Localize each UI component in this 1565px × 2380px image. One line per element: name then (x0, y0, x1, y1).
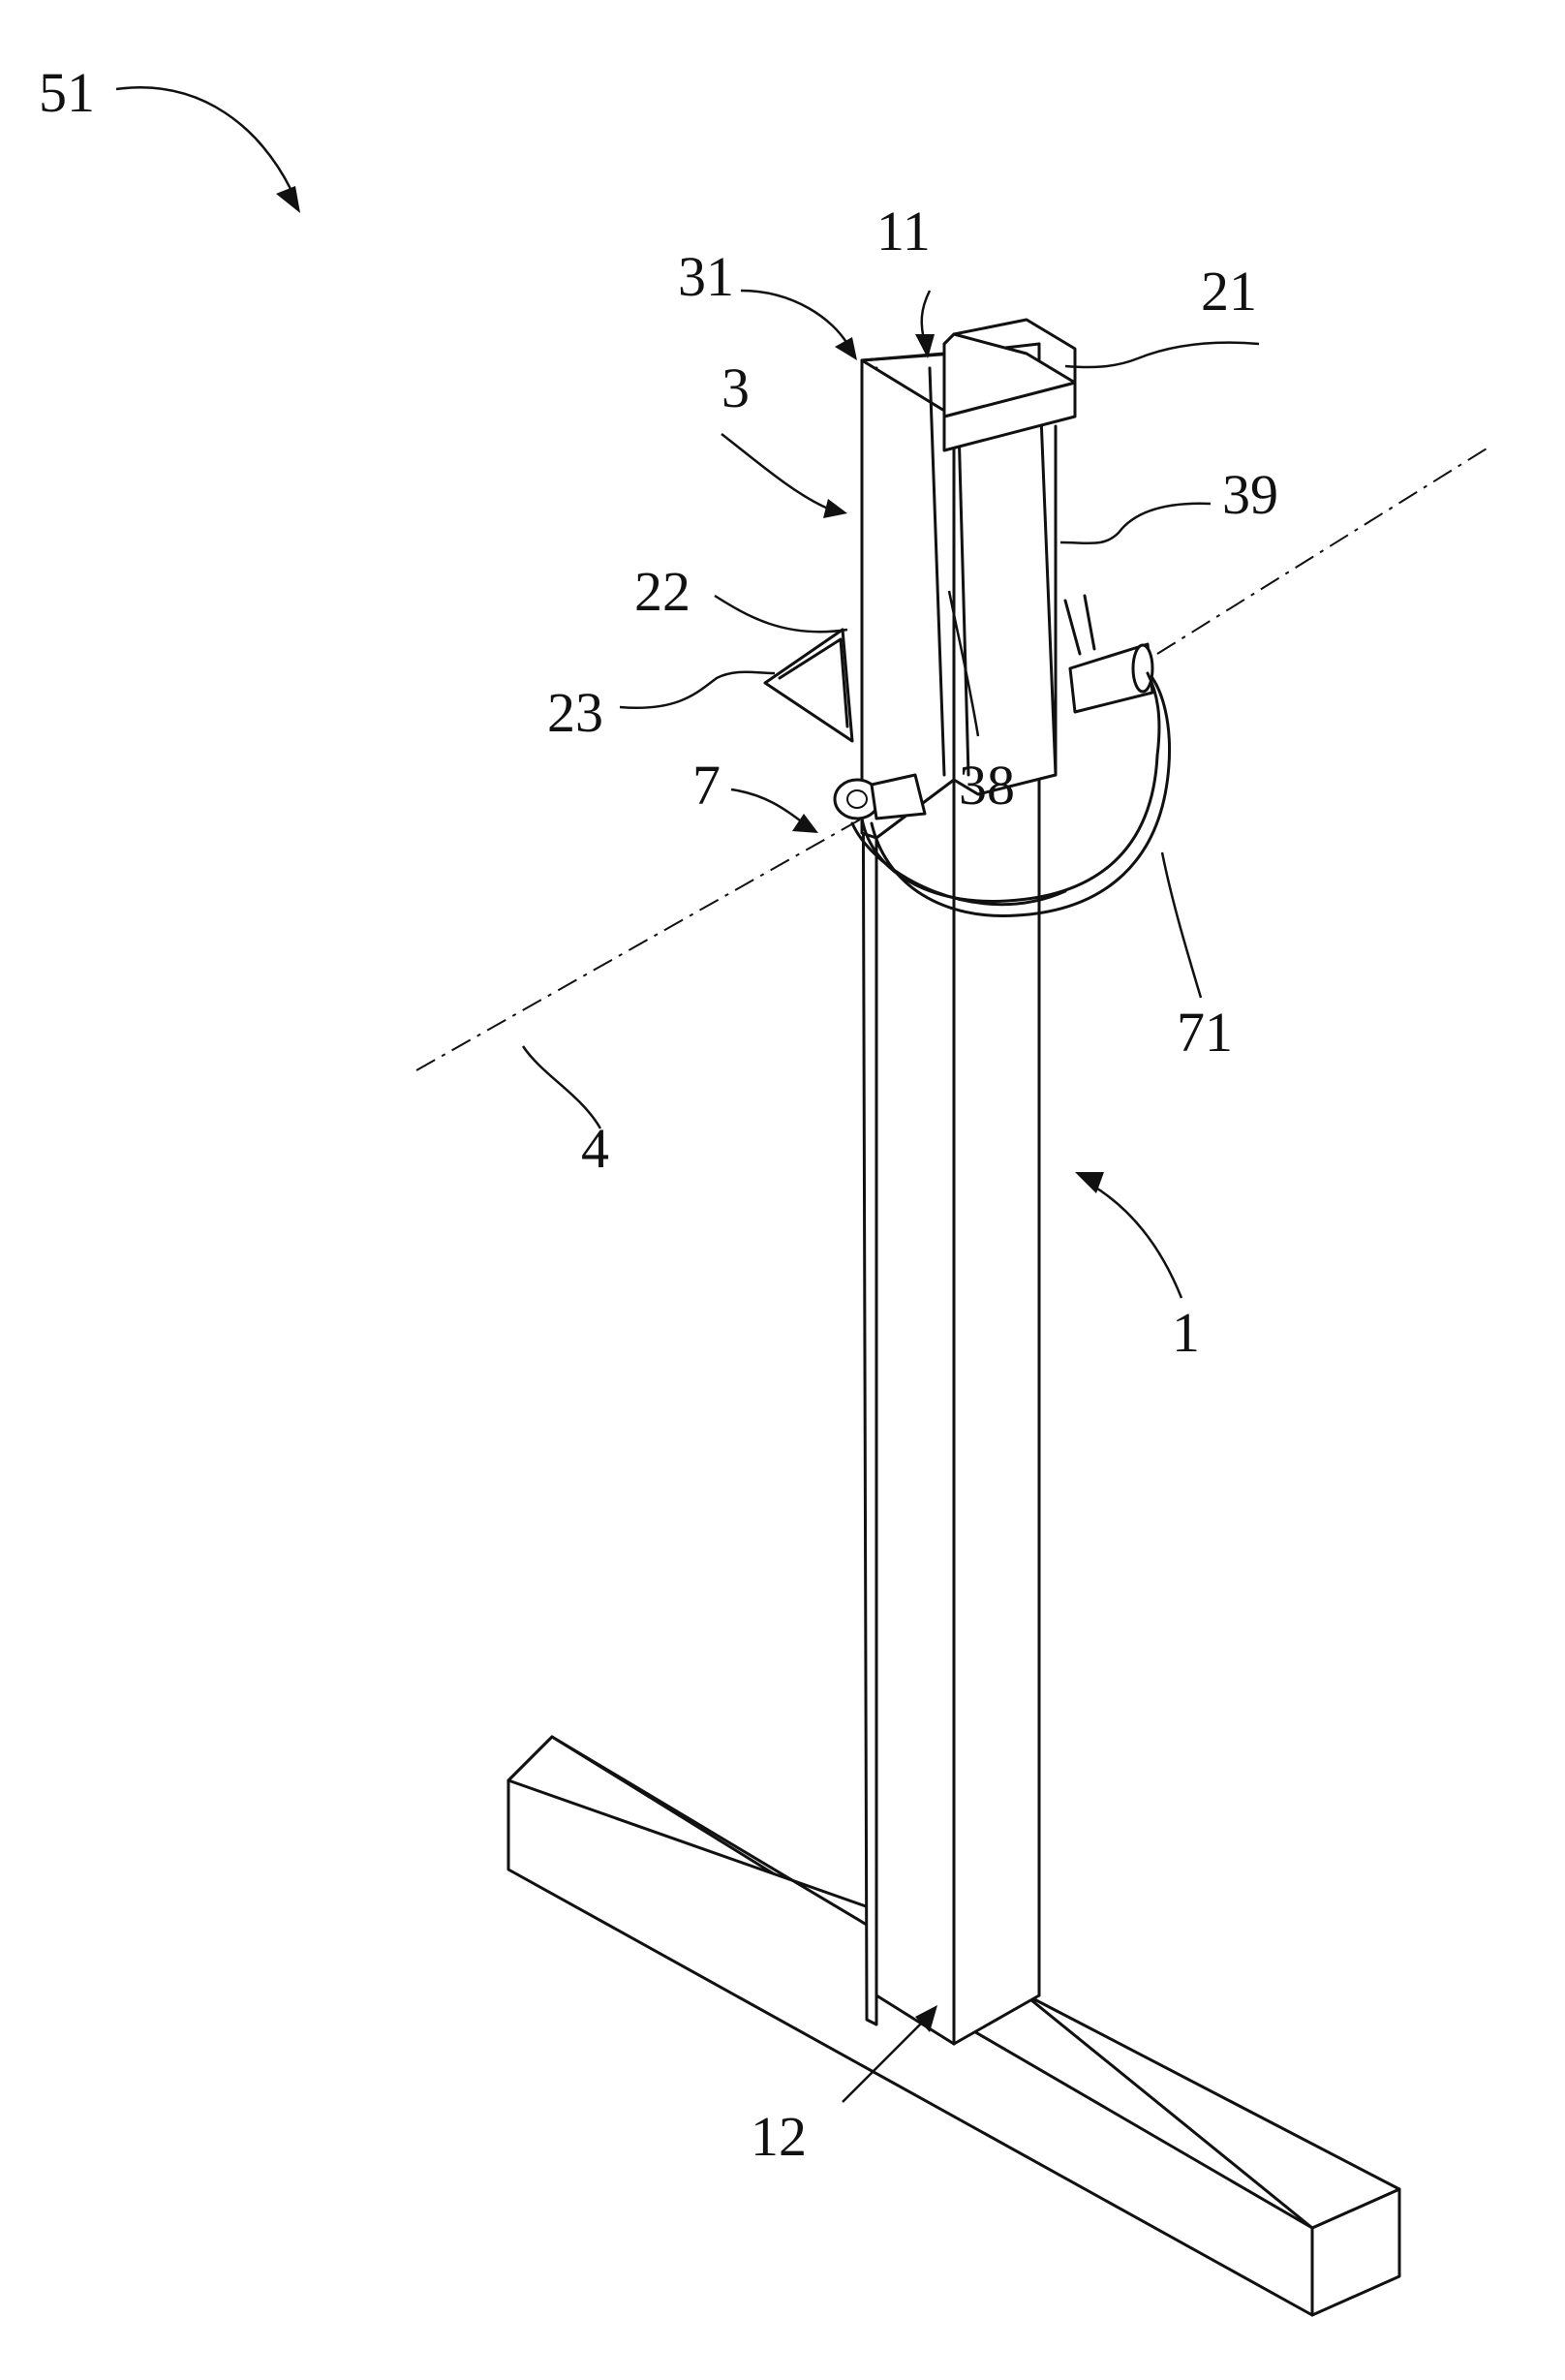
label-22: 22 (634, 560, 690, 623)
label-23: 23 (547, 681, 603, 744)
label-3: 3 (721, 356, 750, 419)
label-12: 12 (751, 2105, 807, 2168)
label-11: 11 (876, 200, 931, 263)
gusset (765, 630, 852, 741)
label-51: 51 (39, 61, 95, 124)
label-71: 71 (1177, 1001, 1233, 1064)
label-21: 21 (1201, 260, 1257, 323)
label-38: 38 (959, 754, 1015, 817)
label-4: 4 (581, 1117, 609, 1180)
leaders (116, 87, 1259, 2102)
label-31: 31 (678, 245, 734, 308)
label-39: 39 (1222, 463, 1278, 526)
label-1: 1 (1172, 1301, 1200, 1364)
label-7: 7 (692, 754, 721, 817)
